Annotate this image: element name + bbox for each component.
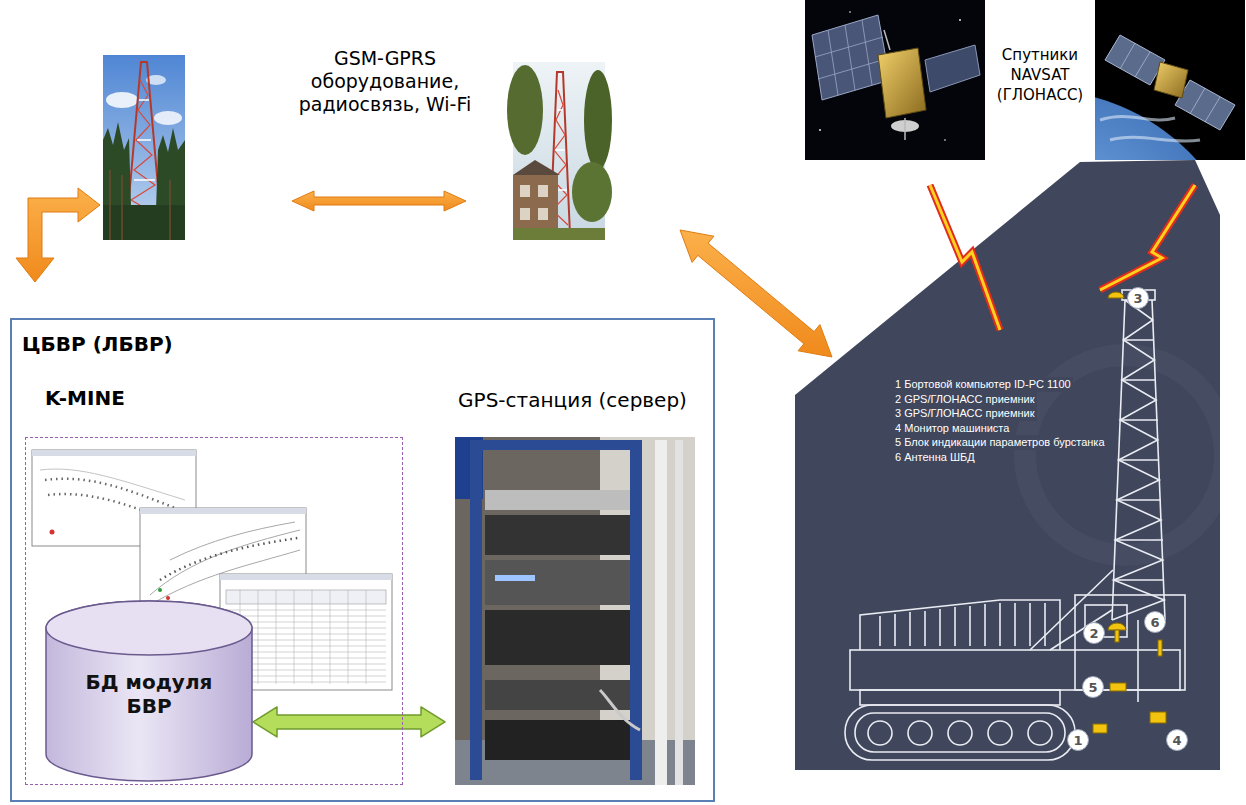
satellite-photo-part [815, 20, 886, 95]
callout-number: 1 [1073, 734, 1082, 747]
link-arrow-part [16, 188, 100, 282]
server-station: GPS-станция (сервер) [445, 380, 700, 788]
legend-line: 6 Антенна ШБД [893, 450, 977, 465]
group-title: K-MINE [45, 386, 125, 410]
software-screenshot-part [140, 508, 306, 514]
satellite-caption: Спутники NAVSAT (ГЛОНАСС) [985, 45, 1095, 105]
link-arrow-part [680, 230, 832, 357]
tower-photo-part [103, 55, 185, 240]
drill-rig-panel: 1 Бортовой компьютер ID-PC 11002 GPS/ГЛО… [795, 160, 1220, 770]
server-photo-part [600, 690, 640, 730]
legend-line: 2 GPS/ГЛОНАСС приемник [893, 392, 1037, 407]
panel-outline [795, 160, 1220, 770]
satellite-photo-part [819, 129, 821, 131]
tower-photo [103, 55, 185, 240]
tower-photo-part [538, 185, 548, 197]
label-anchor: GSM-GPRS оборудование, радиосвязь, Wi-Fi [285, 47, 485, 115]
software-group: БД модуля БВР K-MINE [25, 378, 403, 785]
drill-rig-illustration [845, 185, 1225, 760]
server-photo-part [485, 610, 630, 665]
satellite-photo-part-part [1100, 116, 1200, 141]
software-screenshot-part [220, 574, 392, 580]
callout-circle: 5 [1082, 676, 1104, 698]
tower-photo-part [572, 162, 612, 222]
server-photo-part [485, 515, 630, 555]
tower-photo-part [584, 70, 612, 170]
satellite-photo-part [1190, 88, 1220, 122]
tower-photo-part [513, 160, 560, 175]
satellite-photo-part [849, 11, 851, 13]
tower-photo-part [513, 228, 605, 240]
region-title: ЦБВР (ЛБВР) [22, 332, 173, 356]
callout-number: 6 [1150, 616, 1159, 629]
legend-line: 3 GPS/ГЛОНАСС приемник [893, 406, 1037, 421]
server-photo-part [470, 440, 642, 450]
server-photo-part [495, 575, 535, 581]
satellite-photo [805, 0, 985, 160]
label-anchor: Спутники NAVSAT (ГЛОНАСС) [985, 45, 1095, 105]
callout-number: 5 [1088, 681, 1097, 694]
center-region-box: БД модуля БВР K-MINE GPS-станция (сервер) Ц… [10, 318, 715, 802]
tower-photo-part [106, 92, 138, 108]
link-arrow [16, 188, 832, 357]
satellite-photo-part [925, 45, 980, 92]
satellite-photo-part [959, 19, 961, 21]
server-photo-part [485, 560, 630, 605]
database-label: БД модуля БВР [74, 670, 224, 718]
software-screenshot-part [40, 469, 185, 500]
software-screenshot-part [158, 588, 162, 592]
link-caption: GSM-GPRS оборудование, радиосвязь, Wi-Fi [285, 47, 485, 115]
server-photo-part [485, 490, 630, 510]
callout-number: 2 [1089, 627, 1098, 640]
tower-photo-part [110, 170, 170, 240]
tower-photo-part [538, 208, 548, 220]
cylinder-body [46, 601, 252, 781]
data-link-arrow [253, 707, 445, 737]
satellite-photo-part [1105, 35, 1165, 85]
software-screenshot-part [240, 590, 366, 684]
legend-line: 1 Бортовой компьютер ID-PC 1100 [893, 377, 1073, 392]
tower-photo-part [103, 205, 185, 240]
tower-photo-part [507, 65, 543, 155]
cylinder-top [46, 601, 252, 655]
satellite-photo-part [1120, 43, 1150, 77]
callout-circle: 6 [1144, 611, 1166, 633]
tower-photo-part [520, 185, 530, 197]
callout-circle: 3 [1127, 287, 1149, 309]
tower-photo-part [134, 100, 155, 180]
satellite-photo-part [1154, 62, 1188, 98]
satellite-photo-part [805, 0, 985, 160]
legend-line: 5 Блок индикации параметров бурстанка [893, 435, 1107, 450]
satellite-photo-part [884, 30, 905, 140]
link-arrow-part [292, 191, 466, 211]
satellite-photo-part [878, 48, 926, 118]
legend-line: 4 Монитор машиниста [893, 421, 1011, 436]
callout-circle: 4 [1166, 729, 1188, 751]
server-photo-part [485, 680, 630, 710]
software-screenshot-part [50, 530, 55, 535]
satellite-photo-part [944, 139, 946, 141]
callout-number: 3 [1133, 292, 1142, 305]
software-screenshot-part [226, 590, 386, 604]
server-photo [455, 437, 695, 785]
server-photo-part [655, 440, 667, 785]
tower-photo [507, 62, 612, 240]
server-title: GPS-станция (сервер) [458, 388, 687, 412]
server-photo-part [455, 437, 695, 785]
callout-circle: 1 [1067, 729, 1089, 751]
callout-circle: 2 [1083, 622, 1105, 644]
tower-photo-part [154, 111, 182, 125]
software-screenshot-part [166, 596, 170, 600]
callout-number: 4 [1172, 734, 1181, 747]
database-cylinder: БД модуля БВР [45, 600, 253, 782]
server-photo-part [485, 720, 630, 760]
software-screenshot-part [32, 450, 196, 456]
tower-photo-part [520, 208, 530, 220]
server-photo-part [470, 440, 482, 780]
server-photo-part [675, 440, 683, 785]
